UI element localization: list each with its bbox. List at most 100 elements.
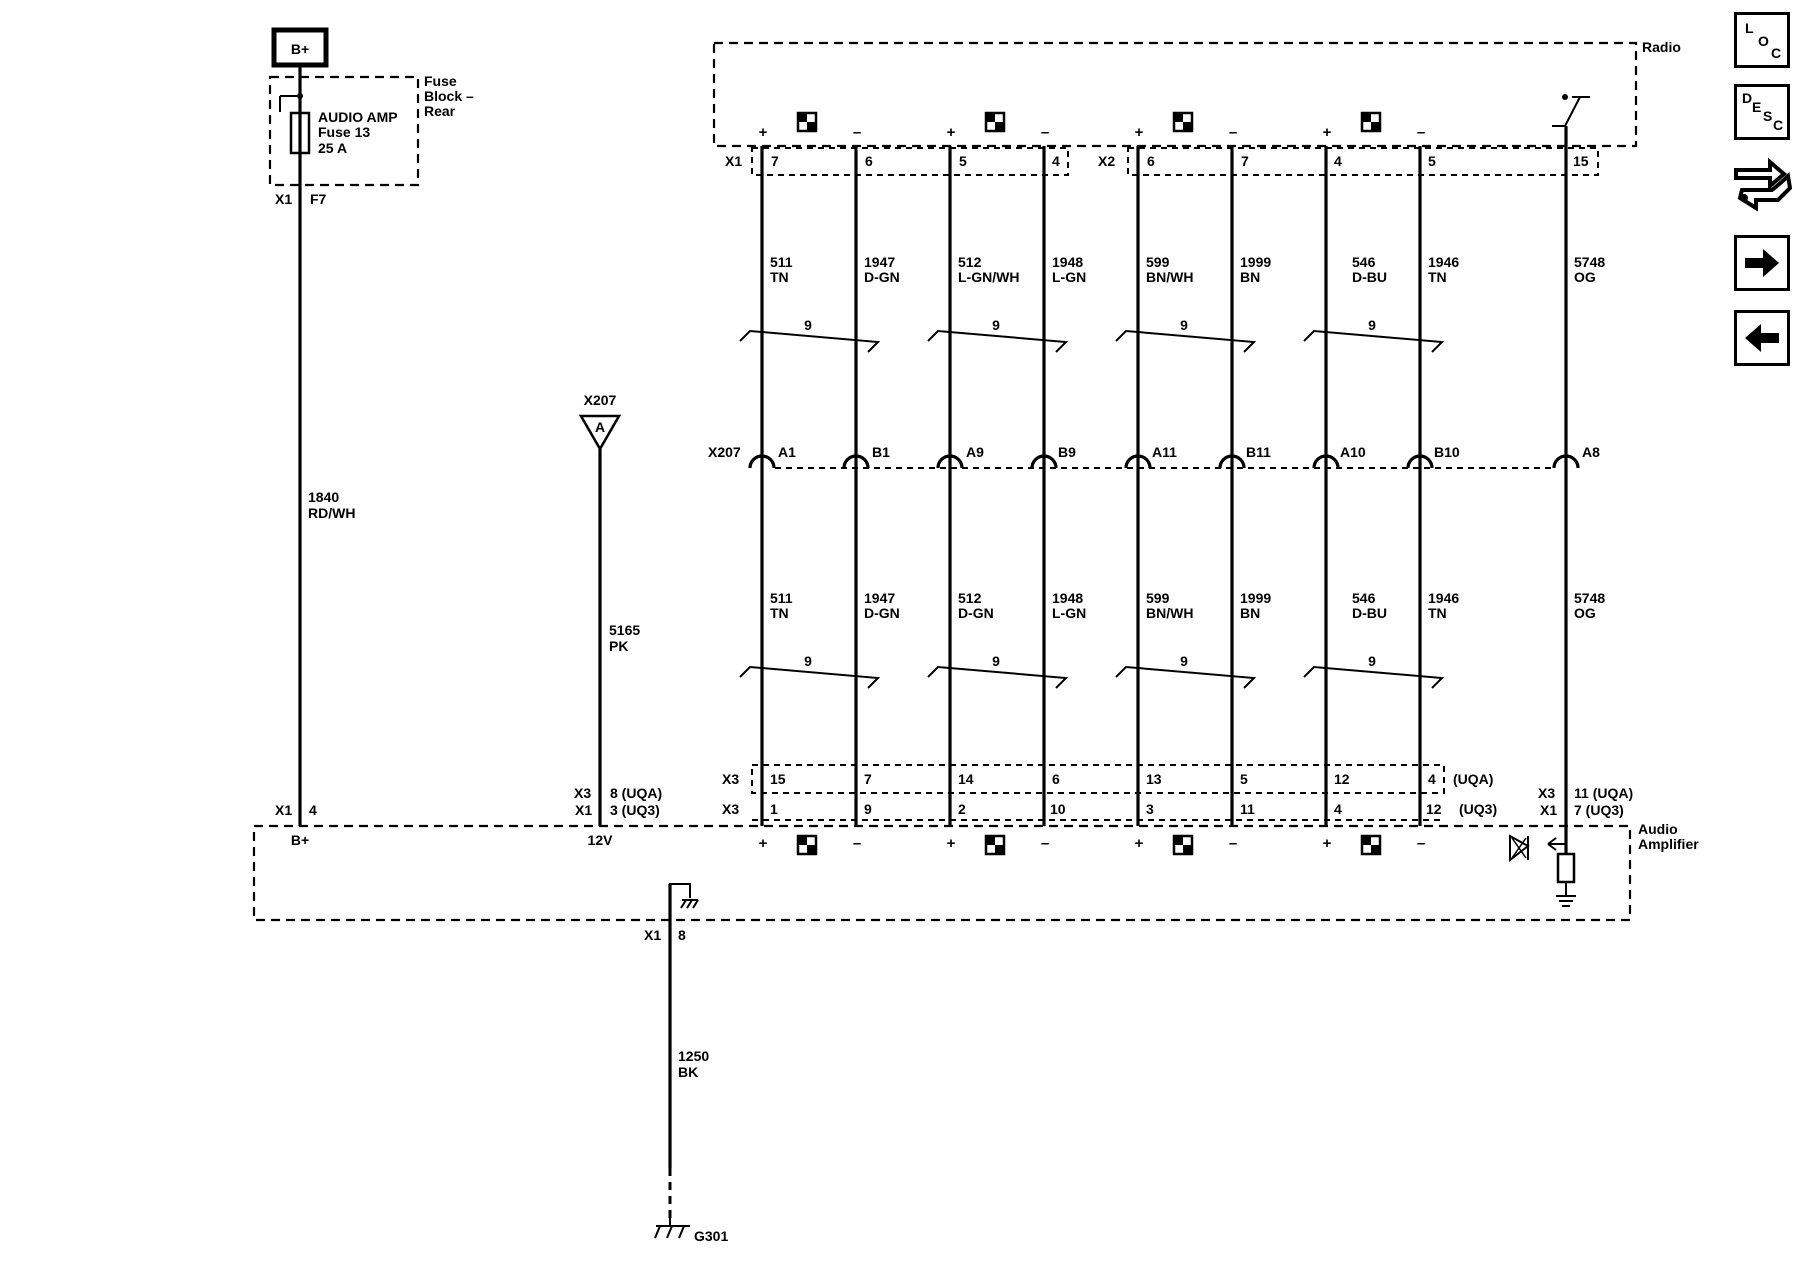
fuse-conn: X1 (275, 191, 292, 207)
ground-icon (1556, 895, 1576, 907)
amp-x3-pins: 15 7 14 6 13 5 12 4 (770, 771, 1436, 787)
minus-sign: – (1041, 835, 1049, 852)
amp-og-x3-pin: 11 (UQA) (1574, 785, 1633, 801)
wire-color: D-BU (1352, 269, 1387, 285)
wire-color: L-GN (1052, 269, 1086, 285)
internal-ground-icon (669, 883, 699, 920)
twist-label: 9 (1368, 653, 1376, 669)
loc-letter-l: L (1745, 20, 1754, 36)
amp-inputs: + – + – + – + – (759, 835, 1426, 852)
description-button[interactable]: D E S C (1734, 84, 1790, 140)
wire-5165-color: PK (609, 638, 628, 654)
amp-pin: 11 (1240, 801, 1255, 817)
resistor-icon (1556, 852, 1576, 884)
connector-pin-icon (1312, 454, 1340, 469)
amp-pin: 3 (1146, 801, 1154, 817)
upper-twisted-pairs: 9 9 9 9 (739, 317, 1445, 353)
wire-color: TN (770, 605, 789, 621)
wire-color: TN (770, 269, 789, 285)
wire-color: D-GN (864, 269, 900, 285)
next-page-button[interactable] (1734, 235, 1790, 291)
radio-x2-label: X2 (1098, 153, 1115, 169)
fuse-block-outline (268, 75, 420, 187)
radio-pin: 15 (1573, 153, 1589, 169)
plus-sign: + (1323, 835, 1332, 852)
lower-twisted-pairs: 9 9 9 9 (739, 653, 1445, 689)
amp-pin: 4 (1334, 801, 1342, 817)
speaker-input-icon (1360, 834, 1382, 856)
wire-color: BN (1240, 269, 1260, 285)
radio-pin: 7 (1241, 153, 1249, 169)
minus-sign: – (1417, 835, 1425, 852)
wire-circuit: 546 (1352, 254, 1376, 270)
previous-page-button[interactable] (1734, 310, 1790, 366)
amp-gnd-conn: X1 (644, 927, 661, 943)
wire-circuit: 512 (958, 590, 982, 606)
radio-pin: 6 (865, 153, 873, 169)
inline-pin: A8 (1582, 444, 1600, 460)
desc-letter-c: C (1773, 117, 1784, 133)
mute-arrow-icon (1547, 837, 1566, 851)
twisted-pair-marker (1303, 665, 1445, 689)
wire-color: D-GN (958, 605, 994, 621)
speaker-output-icon (984, 111, 1006, 133)
wire-circuit: 511 (770, 254, 793, 270)
minus-sign: – (1041, 124, 1049, 141)
speaker-input-icon (984, 834, 1006, 856)
inline-pin: A10 (1340, 444, 1366, 460)
fuse-pin: F7 (310, 191, 327, 207)
connector-pin-icon (842, 454, 870, 469)
twisted-pair-marker (927, 329, 1069, 353)
amp-gnd-pin: 8 (678, 927, 686, 943)
amp-x3-connector (751, 764, 1445, 794)
loc-letter-c: C (1771, 45, 1782, 61)
service-procedure-button[interactable] (1732, 152, 1793, 214)
amp-pk-x1: X1 (575, 802, 592, 818)
twisted-pair-marker (739, 329, 881, 353)
wire-color: D-BU (1352, 605, 1387, 621)
splice-name: X207 (584, 392, 617, 408)
fuse-block-label-2: Block – (424, 88, 474, 104)
wire-color: OG (1574, 269, 1596, 285)
amp-pin: 6 (1052, 771, 1060, 787)
amp-pk-x3-pin: 8 (UQA) (610, 785, 662, 801)
inline-connector-name: X207 (708, 444, 741, 460)
speaker-output-icon (796, 111, 818, 133)
plus-sign: + (1323, 124, 1332, 141)
minus-sign: – (853, 835, 861, 852)
amp-pin: 12 (1426, 801, 1442, 817)
plus-sign: + (947, 835, 956, 852)
amp-pin: 4 (1428, 771, 1436, 787)
wire-color: TN (1428, 269, 1447, 285)
twisted-pair-marker (927, 665, 1069, 689)
amp-x3-label: X3 (722, 771, 739, 787)
amp-og-x1: X1 (1540, 802, 1557, 818)
fuse-block-label-3: Rear (424, 103, 456, 119)
amp-pin: 10 (1050, 801, 1066, 817)
amp-pin: 12 (1334, 771, 1350, 787)
fuse-number: Fuse 13 (318, 124, 370, 140)
amp-pin: 7 (864, 771, 872, 787)
amp-pk-x3: X3 (574, 785, 591, 801)
inline-pin: B9 (1058, 444, 1076, 460)
wire-1250-circuit: 1250 (678, 1048, 709, 1064)
amp-og-x1-pin: 7 (UQ3) (1574, 802, 1624, 818)
amp-pin: 13 (1146, 771, 1162, 787)
amp-pin: 9 (864, 801, 872, 817)
radio-pin: 7 (771, 153, 779, 169)
busbar-icon (279, 95, 300, 112)
radio-pin: 5 (1428, 153, 1436, 169)
wire-circuit: 5748 (1574, 590, 1605, 606)
wire-circuit: 1946 (1428, 254, 1459, 270)
amp-pin: 5 (1240, 771, 1248, 787)
location-button[interactable]: L O C (1734, 12, 1790, 68)
radio-pin: 4 (1052, 153, 1060, 169)
ground-name: G301 (694, 1228, 728, 1244)
desc-letter-e: E (1752, 99, 1762, 115)
connector-pin-icon (1552, 454, 1580, 469)
splice-triangle-icon (578, 414, 622, 452)
wire-circuit: 1947 (864, 590, 895, 606)
arrow-left-icon (1745, 324, 1779, 352)
wire-circuit: 5748 (1574, 254, 1605, 270)
wire-color: BN/WH (1146, 269, 1193, 285)
